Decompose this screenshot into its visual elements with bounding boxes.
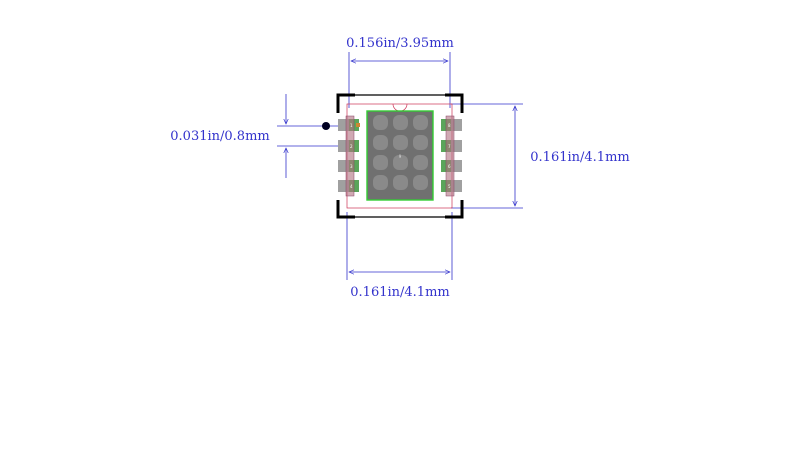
pin-number-3: 3 [350,164,353,169]
pin-number-7: 7 [448,144,451,149]
pin-number-8: 8 [448,123,451,128]
pin-number-5: 5 [448,184,451,189]
silkscreen-outline [336,93,464,219]
pin-number-4: 4 [350,184,353,189]
right-pads [441,115,462,197]
dimension-bottom-width-label: 0.161in/4.1mm [350,285,449,300]
dimension-top-width-label: 0.156in/3.95mm [346,36,454,51]
thermal-pad [366,110,434,201]
pin1-pad-marker [356,123,360,127]
pin1-notch [392,103,408,112]
pin-number-2: 2 [350,144,353,149]
dimension-bottom-width [346,212,453,280]
dimension-pitch-label: 0.031in/0.8mm [170,129,269,144]
left-pads [338,115,359,197]
pin-number-1: 1 [350,123,353,128]
dimension-height-label: 0.161in/4.1mm [530,150,629,165]
dimension-top-width [348,52,451,108]
pin1-marker-dot [322,122,330,130]
dimension-pitch [277,94,348,178]
pin-number-6: 6 [448,164,451,169]
thermal-pad-label: 9 [399,154,402,159]
